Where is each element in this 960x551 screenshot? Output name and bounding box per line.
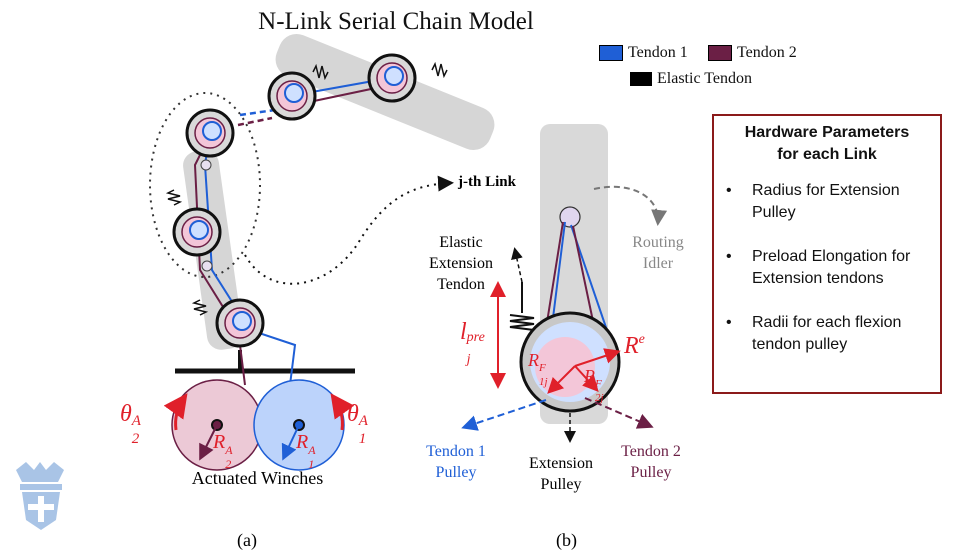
panel-a-label: (a) [237,530,257,550]
spring-b-arrow [511,247,523,283]
tendon1-pulley-arrow [461,399,547,431]
winch-2 [171,379,263,471]
pulley-top-left [267,71,317,121]
idler-a1 [200,159,212,171]
tendon1-b-left [552,221,566,319]
legend-item-tendon2: Tendon 2 [708,44,797,62]
pulley-top-right [367,53,417,103]
tendon2-b-left [544,221,564,336]
idler-a2 [201,260,213,272]
tendon1-path-a [203,129,297,386]
diagram-title: N-Link Serial Chain Model [258,8,534,35]
re-label: Re [624,332,645,359]
jth-link-label: j-th Link [458,174,516,190]
tendon2-dash-a [237,116,273,127]
params-item: •Radii for each flexion tendon pulley [726,314,902,353]
winches-caption: Actuated Winches [191,468,324,488]
legend-item-elastic: Elastic Tendon [630,70,752,88]
tendon1-swatch [599,45,623,61]
spring-a1 [312,63,329,81]
panel-a-chain [149,33,495,471]
spring-a4 [191,299,209,316]
theta1-arrow [330,393,355,431]
re-arrow [574,348,621,367]
tendon2-swatch [708,45,732,61]
params-item: •Preload Elongation for Extension tendon… [726,248,911,287]
legend-item-tendon1: Tendon 1 [599,44,688,62]
spring-a2 [431,61,448,79]
pulley-jth-upper [185,108,235,158]
winch-1 [253,379,345,471]
elastic-extension-label: Elastic Extension Tendon [429,234,493,293]
tendon2-pulley-label: Tendon 2 Pulley [621,443,681,481]
routing-arrow [593,185,668,226]
params-title: Hardware Parameters for each Link [744,124,910,163]
pulley-jth-lower [172,207,222,257]
pulley-base [215,298,265,348]
params-item: •Radius for Extension Pulley [726,182,900,221]
panel-b-link [461,124,668,443]
routing-idler-label: Routing Idler [632,234,684,272]
hardware-parameters-box: Hardware Parameters for each Link •Radiu… [712,114,942,394]
legend-label-elastic: Elastic Tendon [657,70,753,87]
extension-pulley-label: Extension Pulley [529,455,593,493]
spring-b-coil [509,314,535,331]
crown-logo-icon [16,462,64,530]
params-list: •Radius for Extension Pulley •Preload El… [714,180,940,356]
theta2-arrow [163,393,188,431]
tendon1-pulley-label: Tendon 1 Pulley [426,443,486,481]
r2f-arrow [574,365,599,392]
tendon2-pulley-arrow [584,397,654,429]
elastic-swatch [630,72,652,86]
tendon2-path-a [193,124,246,386]
panel-b-label: (b) [556,530,577,550]
legend-label-tendon1: Tendon 1 [628,44,688,61]
tendon1-dash-a [239,108,276,117]
spring-a3 [165,189,183,206]
legend-label-tendon2: Tendon 2 [737,44,797,61]
r1f-arrow [547,365,576,394]
jth-link-highlight [149,92,261,278]
